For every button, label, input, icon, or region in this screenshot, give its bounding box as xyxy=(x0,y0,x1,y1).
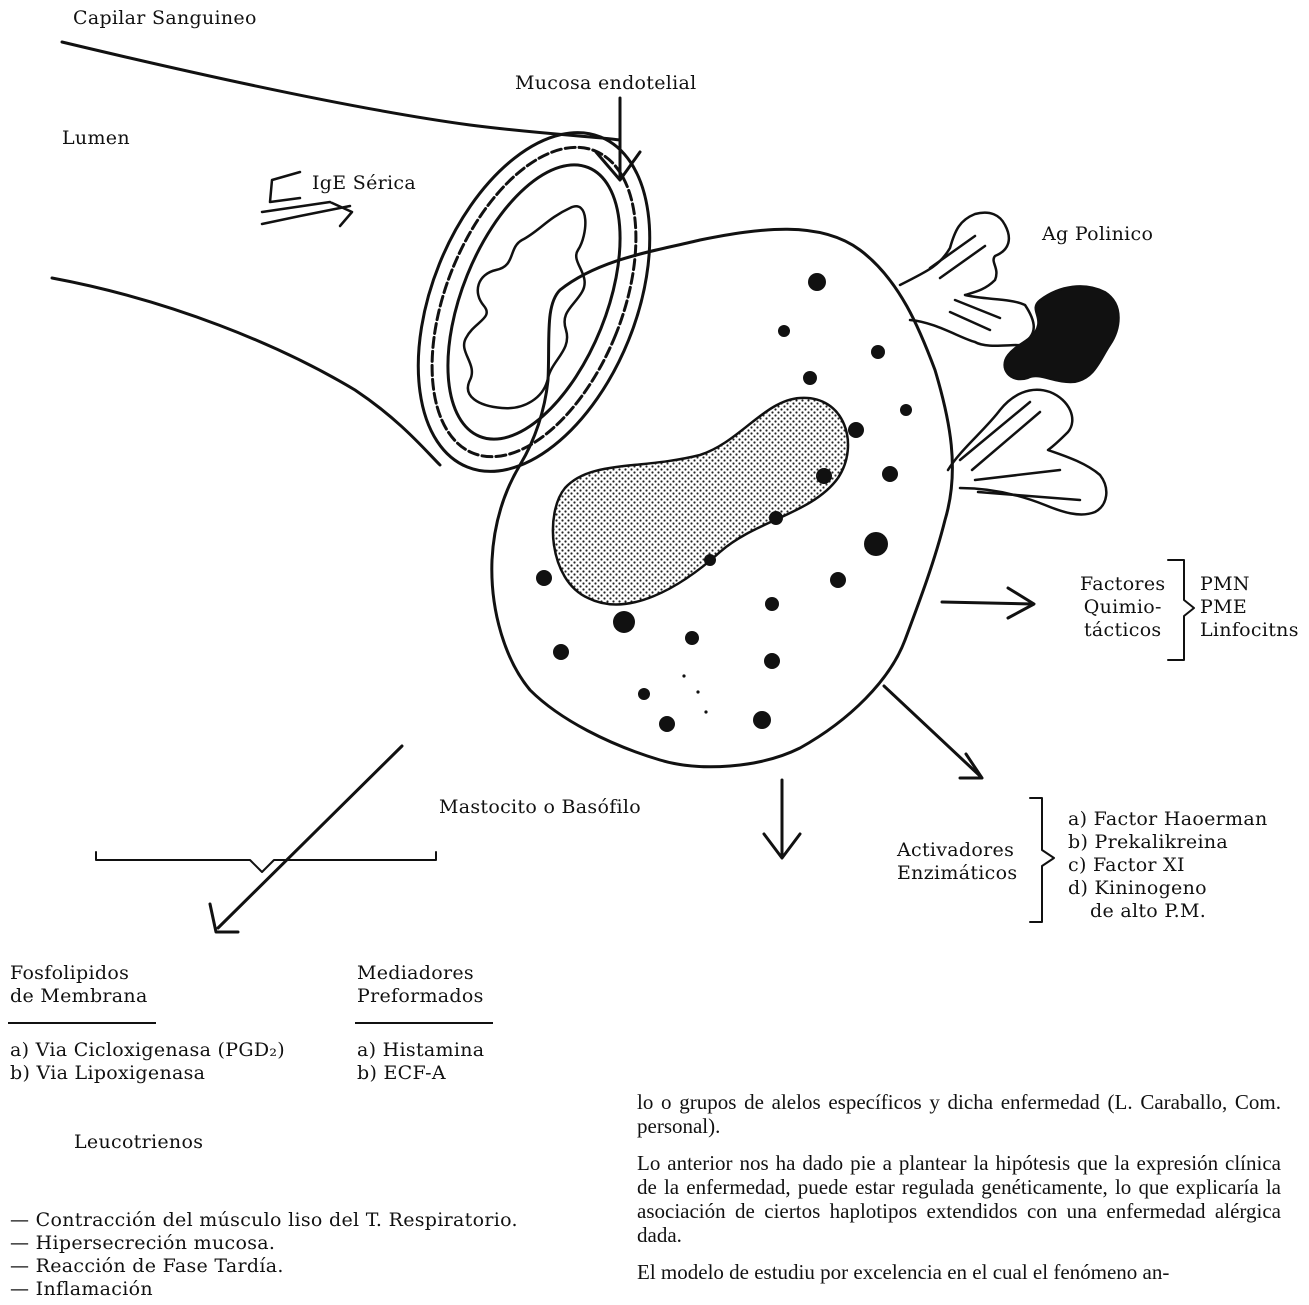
mucosa-label: Mucosa endotelial xyxy=(515,71,697,95)
leucotrienos-effect: — Contracción del músculo liso del T. Re… xyxy=(10,1209,518,1232)
leucotrienos-brace xyxy=(96,852,436,872)
lumen-label: Lumen xyxy=(62,126,130,150)
leucotrienos-effects: — Contracción del músculo liso del T. Re… xyxy=(10,1209,518,1301)
nucleus xyxy=(553,398,848,605)
activadores-label: Activadores Enzimáticos xyxy=(897,839,1017,885)
pm-cell-item: PME xyxy=(1200,596,1299,619)
activador-item: de alto P.M. xyxy=(1068,900,1267,923)
ige-label: IgE Sérica xyxy=(312,171,416,195)
arrow-to-activadores xyxy=(884,686,980,776)
activador-item: c) Factor XI xyxy=(1068,854,1267,877)
capillary-lower-wall xyxy=(52,278,440,465)
pm-cells-list: PMN PME Linfocitns xyxy=(1200,573,1299,642)
mediadores-item: a) Histamina xyxy=(357,1039,484,1062)
fosfolipidos-title-line: de Membrana xyxy=(10,985,148,1008)
activadores-line: Enzimáticos xyxy=(897,862,1017,885)
fosfolipidos-title: Fosfolipidos de Membrana xyxy=(10,962,148,1008)
activadores-line: Activadores xyxy=(897,839,1017,862)
activador-item: a) Factor Haoerman xyxy=(1068,808,1267,831)
ag-polinico-label: Ag Polinico xyxy=(1042,222,1153,246)
bracket-factores xyxy=(1168,560,1194,660)
leucotrienos-effect: — Inflamación xyxy=(10,1278,518,1301)
fosfolipidos-item: a) Via Cicloxigenasa (PGD₂) xyxy=(10,1039,285,1062)
activadores-list: a) Factor Haoerman b) Prekalikreina c) F… xyxy=(1068,808,1267,923)
factores-line: tácticos xyxy=(1080,619,1165,642)
mastocito-label: Mastocito o Basófilo xyxy=(439,795,641,819)
fosfolipidos-item: b) Via Lipoxigenasa xyxy=(10,1062,285,1085)
mediadores-item: b) ECF-A xyxy=(357,1062,484,1085)
fosfolipidos-title-line: Fosfolipidos xyxy=(10,962,148,985)
fosfolipidos-rule xyxy=(8,1022,156,1024)
bracket-activadores xyxy=(1030,798,1054,922)
pm-cell-item: PMN xyxy=(1200,573,1299,596)
pm-cell-item: Linfocitns xyxy=(1200,619,1299,642)
fosfolipidos-items: a) Via Cicloxigenasa (PGD₂) b) Via Lipox… xyxy=(10,1039,285,1085)
leucotrienos-title: Leucotrienos xyxy=(74,1130,203,1154)
factores-line: Quimio- xyxy=(1080,596,1165,619)
body-text: lo o grupos de alelos específicos y dich… xyxy=(637,1090,1281,1297)
arrow-to-factores xyxy=(942,602,1032,604)
factores-label: Factores Quimio- tácticos xyxy=(1080,573,1165,642)
endothelial-middle xyxy=(391,118,676,486)
mediadores-title-line: Preformados xyxy=(357,985,484,1008)
leucotrienos-effect: — Hipersecreción mucosa. xyxy=(10,1232,518,1255)
paragraph: Lo anterior nos ha dado pie a plantear l… xyxy=(637,1151,1281,1247)
mediadores-items: a) Histamina b) ECF-A xyxy=(357,1039,484,1085)
factores-line: Factores xyxy=(1080,573,1165,596)
mediadores-title: Mediadores Preformados xyxy=(357,962,484,1008)
antibody-upper xyxy=(900,213,1034,346)
endothelial-inner xyxy=(413,141,655,464)
paragraph: El modelo de estudiu por excelencia en e… xyxy=(637,1260,1281,1284)
paragraph: lo o grupos de alelos específicos y dich… xyxy=(637,1090,1281,1138)
arrow-to-fosfolipidos xyxy=(218,746,402,928)
leucotrienos-effect: — Reacción de Fase Tardía. xyxy=(10,1255,518,1278)
pollen-antigen xyxy=(1004,286,1118,382)
activador-item: d) Kininogeno xyxy=(1068,877,1267,900)
mediadores-title-line: Mediadores xyxy=(357,962,484,985)
capilar-label: Capilar Sanguineo xyxy=(73,6,257,30)
inner-lumen-wavy xyxy=(464,206,585,408)
activador-item: b) Prekalikreina xyxy=(1068,831,1267,854)
mediadores-rule xyxy=(355,1022,493,1024)
